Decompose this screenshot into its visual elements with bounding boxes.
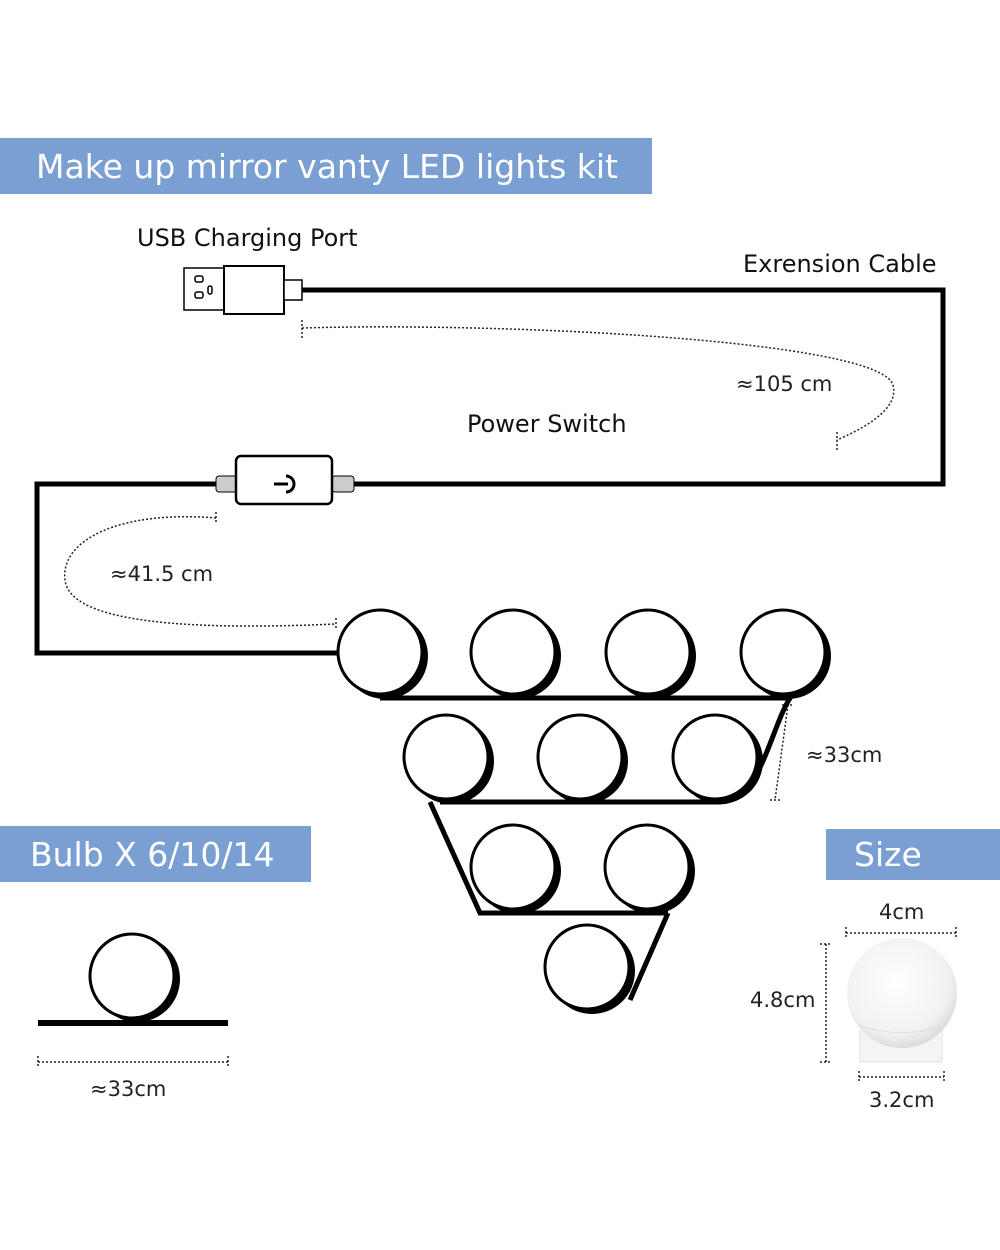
switch-cable <box>34 481 340 656</box>
size-banner: Size <box>826 829 1000 880</box>
bulb-base-width: 3.2cm <box>869 1088 935 1112</box>
bulb <box>604 608 692 696</box>
single-bulb-spacing: ≈33cm <box>90 1077 167 1101</box>
extension-length: ≈105 cm <box>736 372 833 396</box>
bulb <box>469 608 557 696</box>
bulb-photo <box>820 927 957 1083</box>
bulb-banner: Bulb X 6/10/14 <box>0 826 311 882</box>
bulb <box>469 823 557 911</box>
bulb <box>536 713 624 801</box>
bulbs <box>336 608 831 1014</box>
bulb <box>402 713 490 801</box>
bulb <box>603 823 691 911</box>
switch-length: ≈41.5 cm <box>110 562 214 586</box>
bulb-height: 4.8cm <box>750 988 816 1012</box>
power-icon <box>274 474 296 494</box>
extension-label: Exrension Cable <box>743 250 937 278</box>
bulb-spacing: ≈33cm <box>806 743 883 767</box>
usb-plug-icon <box>183 265 303 315</box>
bulb <box>671 713 759 801</box>
bulb <box>739 608 827 696</box>
switch-label: Power Switch <box>467 410 627 438</box>
usb-label: USB Charging Port <box>137 224 358 252</box>
extension-length-marker <box>301 320 895 452</box>
bulb <box>543 923 631 1011</box>
switch-length-marker <box>64 512 337 630</box>
bulb <box>336 608 424 696</box>
title-banner: Make up mirror vanty LED lights kit <box>0 138 652 194</box>
extension-cable <box>300 287 946 487</box>
power-switch <box>215 454 355 506</box>
single-bulb-illustration <box>37 932 229 1068</box>
bulb-width: 4cm <box>879 900 925 924</box>
